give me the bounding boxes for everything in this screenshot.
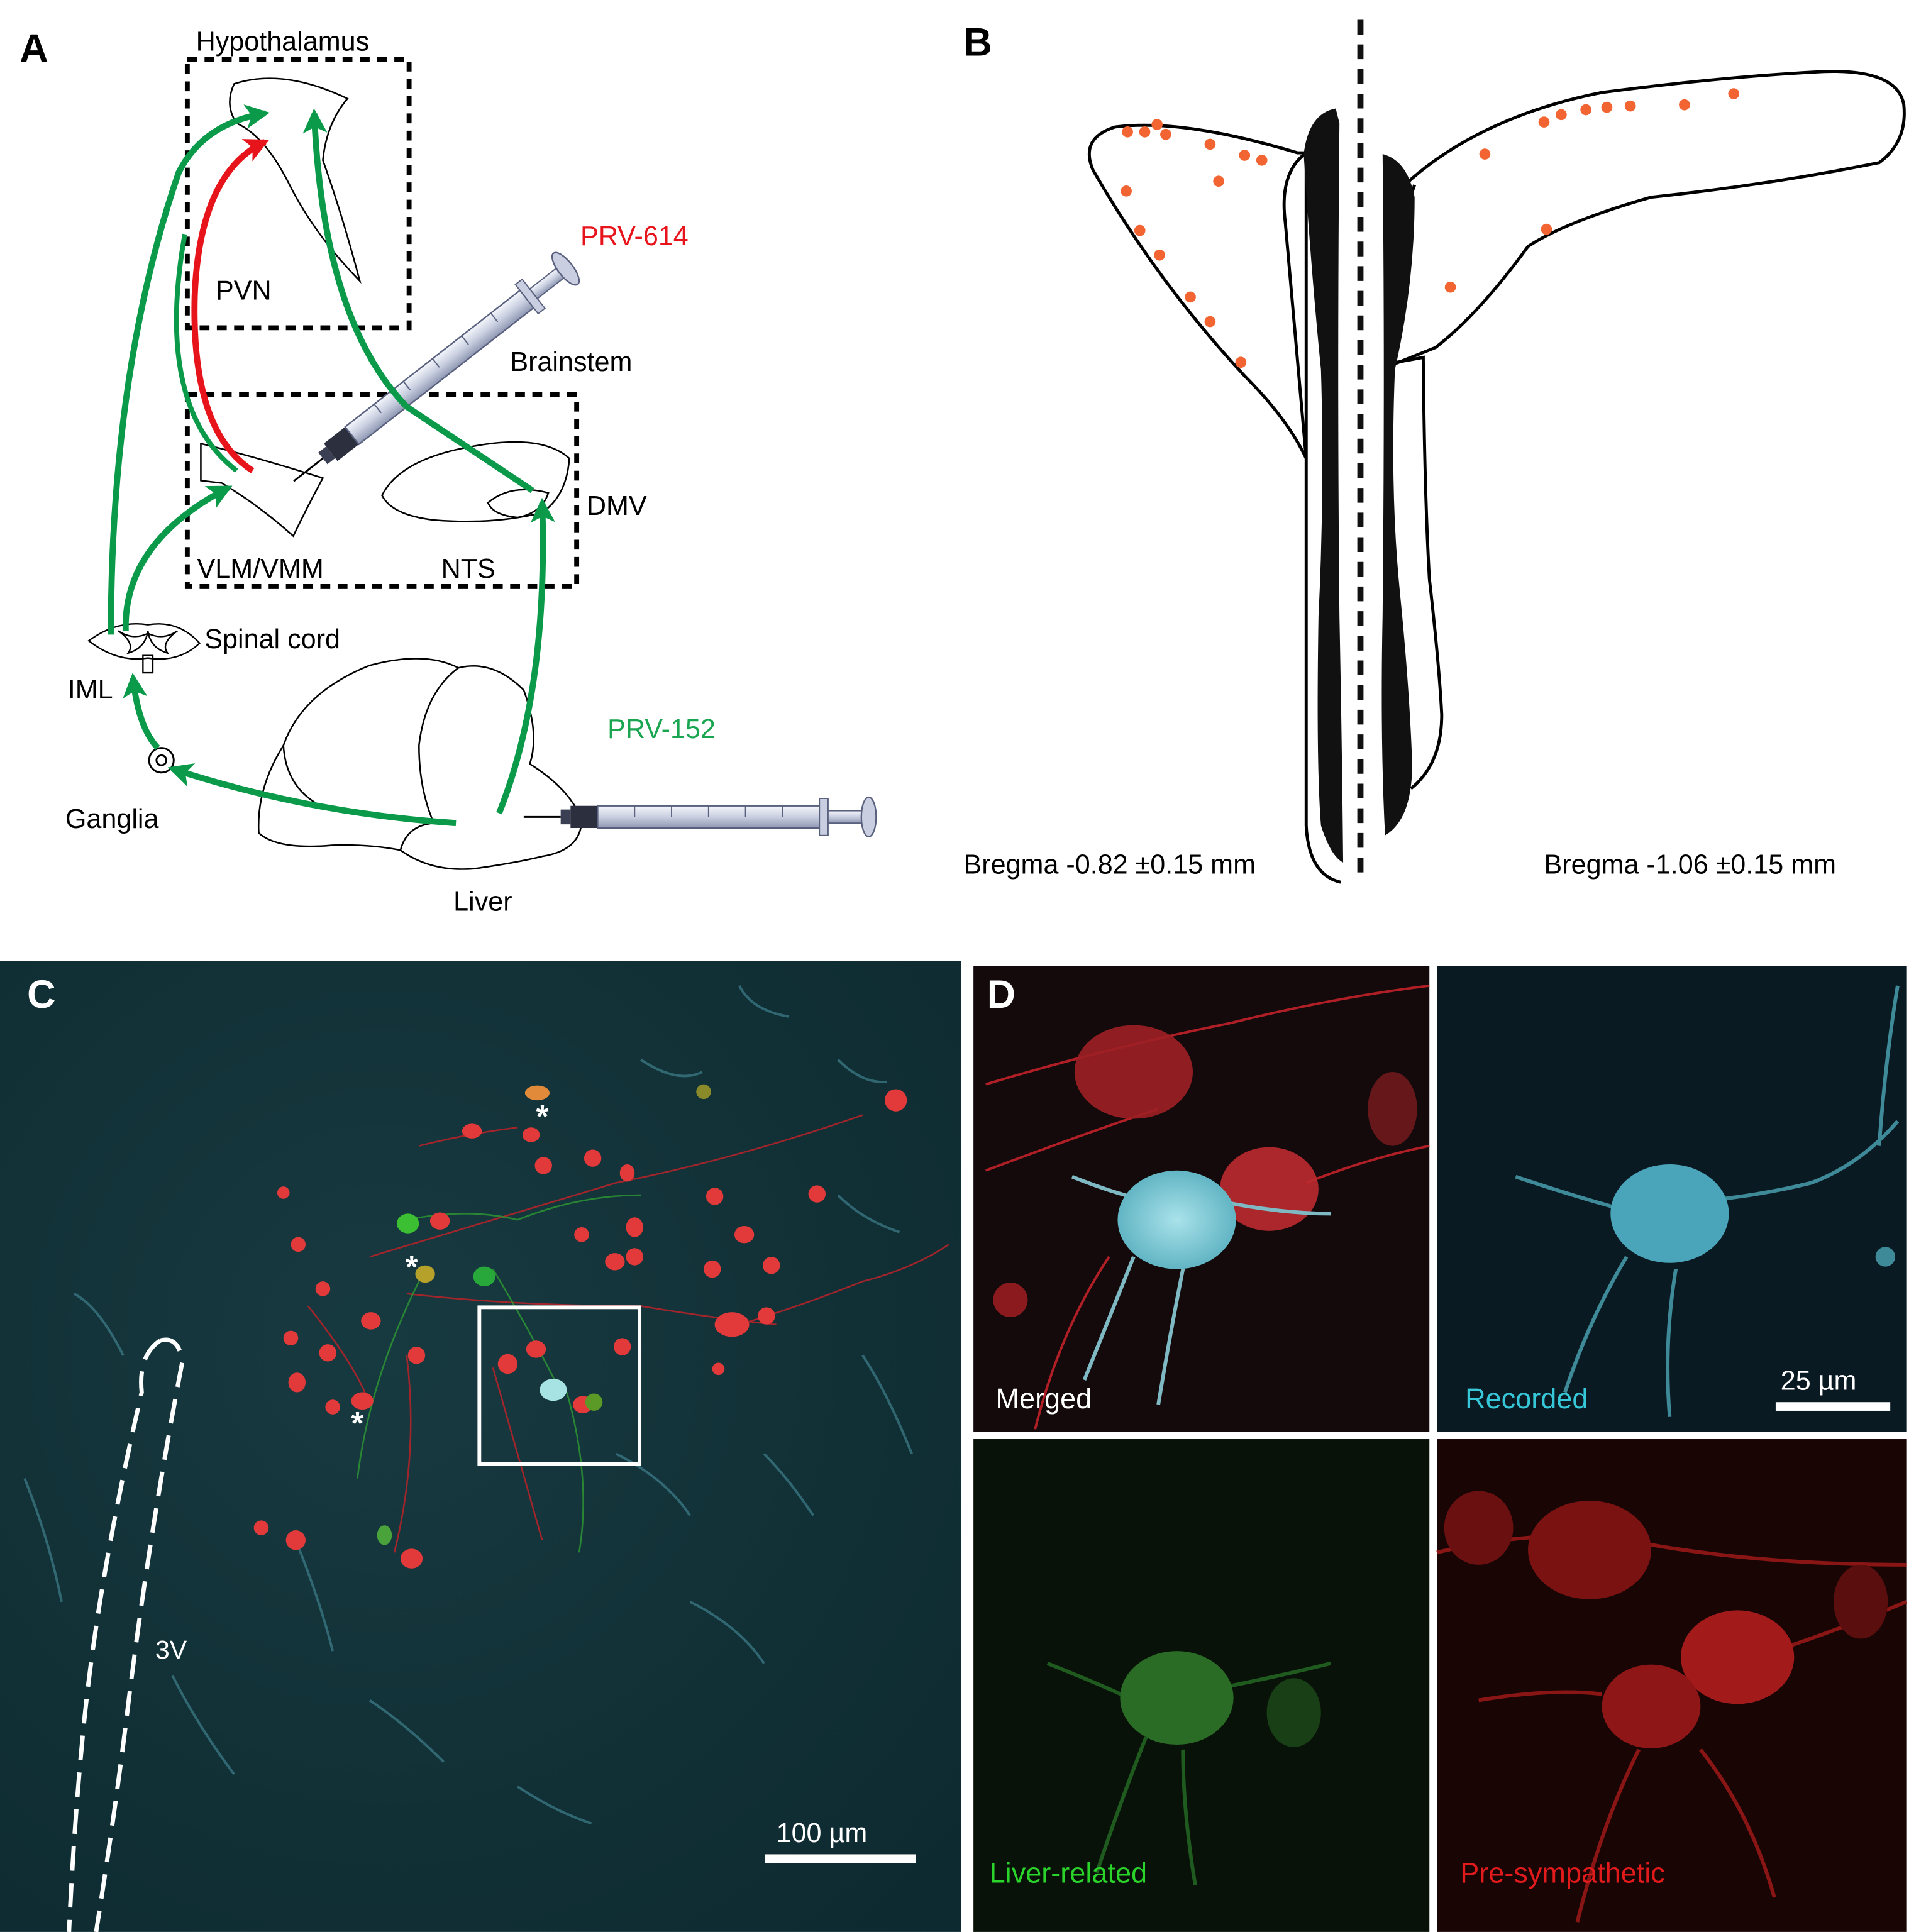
pvn-left-outline [1087,123,1308,460]
green-cells [377,1084,711,1545]
nts-outline [381,441,570,522]
syringe-liver-icon [523,796,877,837]
label-pvn: PVN [216,275,272,306]
red-pathway-arrow [191,139,270,473]
label-nts: NTS [441,554,495,584]
arrow-dmv-pvn [302,108,534,494]
panel-a-letter: A [19,26,48,70]
presym-content [1436,1491,1907,1923]
arrow-ganglia-iml [123,673,160,750]
panel-d: D Merged Recorded Liver-related Pre-symp… [973,966,1907,1932]
scale-bar-c [765,1854,916,1863]
panel-c-letter: C [27,973,55,1017]
merged-content [985,984,1430,1430]
pvn-dots-right [1444,88,1740,293]
panel-b: B Bregma -0.82 ±0.15 mm [963,19,1906,884]
label-pre-sympathetic: Pre-sympathetic [1460,1857,1665,1889]
label-iml: IML [68,675,113,705]
label-recorded: Recorded [1465,1383,1588,1415]
label-liver: Liver [453,886,512,917]
scale-bar-d [1775,1402,1891,1411]
asterisk-2: * [406,1249,418,1284]
syringe-brainstem-icon [293,251,580,482]
pvn-dots-left [1121,119,1268,368]
inset-box [477,1305,642,1466]
label-prv614: PRV-614 [580,221,689,251]
label-brainstem: Brainstem [510,347,632,377]
arrow-vlm-pvn [174,233,238,473]
vlm-outline [200,442,324,538]
arrow-iml-vlm [122,485,233,631]
arrow-iml-pvn [108,104,270,635]
recorded-cell-small [540,1378,567,1401]
arrow-liver-ganglia [167,763,457,827]
recorded-content [1515,985,1900,1417]
label-merged: Merged [995,1383,1092,1415]
scale-bar-c-label: 100 µm [777,1818,868,1848]
red-cells [253,1089,907,1569]
label-spinal-cord: Spinal cord [204,624,340,654]
panel-d-letter: D [987,973,1016,1017]
ventricle-outline-inner [67,1339,162,1932]
label-3v: 3V [155,1635,187,1664]
hypothalamus-box [184,57,412,331]
label-ganglia: Ganglia [65,804,159,834]
bregma-left: Bregma -0.82 ±0.15 mm [963,850,1256,880]
green-pathway [108,104,555,827]
label-prv152: PRV-152 [607,714,716,744]
panel-c: * * * 3V C 100 µm [0,961,961,1932]
label-hypothalamus: Hypothalamus [196,26,370,57]
panel-b-letter: B [963,20,992,64]
liver-content [1046,1651,1332,1885]
ganglia-icon [148,747,175,774]
panel-a: A [19,26,877,917]
arrow-liver-dmv [496,497,555,815]
bregma-right: Bregma -1.06 ±0.15 mm [1544,850,1836,880]
scale-bar-d-label: 25 µm [1781,1366,1857,1396]
asterisk-3: * [351,1405,364,1441]
label-dmv: DMV [587,491,647,521]
label-liver-related: Liver-related [990,1857,1147,1889]
brainstem-box [184,392,580,589]
pvn-right-outline [1390,70,1906,367]
left-wall-outline [1282,152,1341,884]
pvn-outline [229,77,362,284]
asterisk-1: * [536,1098,548,1134]
label-vlm: VLM/VMM [197,554,324,584]
vessels [23,985,913,1825]
spinal-cord-icon [87,622,201,674]
right-ependyma [1381,154,1415,836]
left-ependyma [1303,108,1344,863]
